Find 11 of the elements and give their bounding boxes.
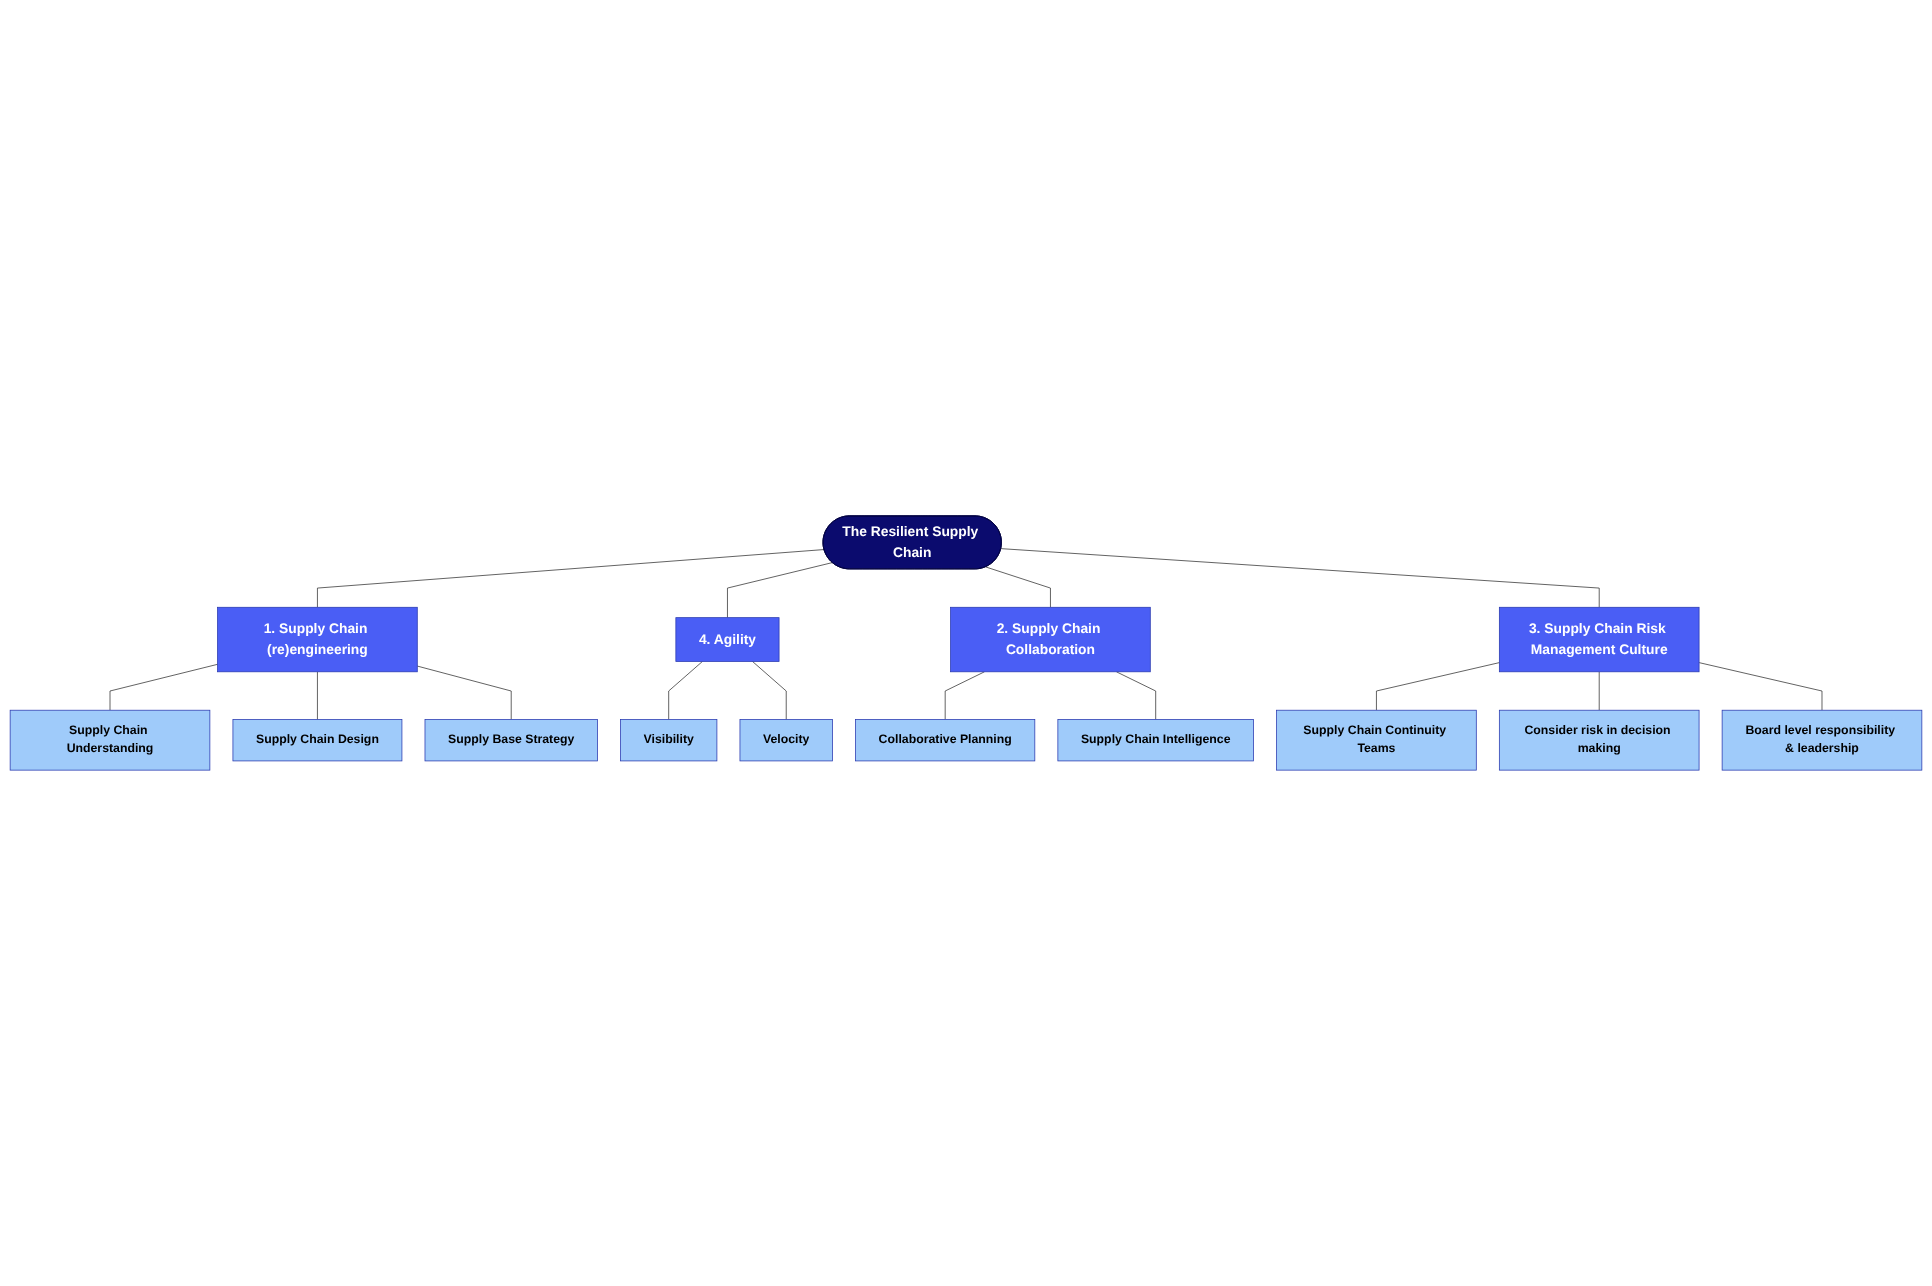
connector <box>1376 662 1500 711</box>
connector <box>317 671 318 720</box>
connector <box>985 566 1051 608</box>
connector <box>109 663 218 711</box>
connector <box>727 562 833 619</box>
connector <box>1698 662 1823 711</box>
connector <box>752 661 787 720</box>
connector <box>1000 548 1600 608</box>
connector <box>317 549 825 608</box>
connector <box>668 661 703 720</box>
connector <box>416 665 512 720</box>
